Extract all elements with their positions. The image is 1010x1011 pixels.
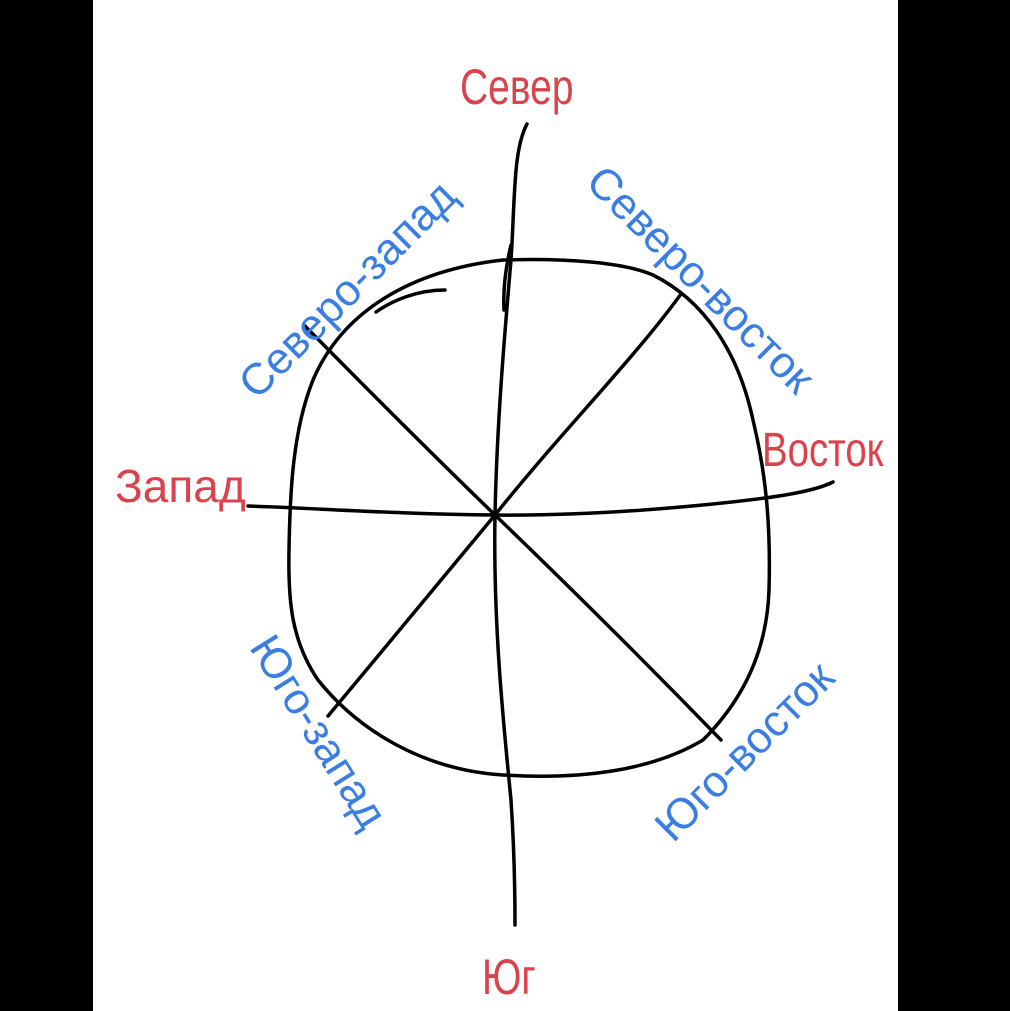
north-tick <box>502 243 513 312</box>
compass-drawing <box>246 122 835 927</box>
label-south: Юг <box>482 949 536 1005</box>
label-east: Восток <box>762 424 884 477</box>
compass-circle <box>287 257 772 778</box>
northwest-southeast-axis <box>303 324 723 742</box>
circle-start-stroke <box>374 288 447 314</box>
label-west: Запад <box>115 460 246 512</box>
compass-sheet: Север Юг Запад Восток Северо-запад Север… <box>93 0 898 1011</box>
west-east-axis <box>246 480 835 517</box>
label-north: Север <box>460 59 574 115</box>
